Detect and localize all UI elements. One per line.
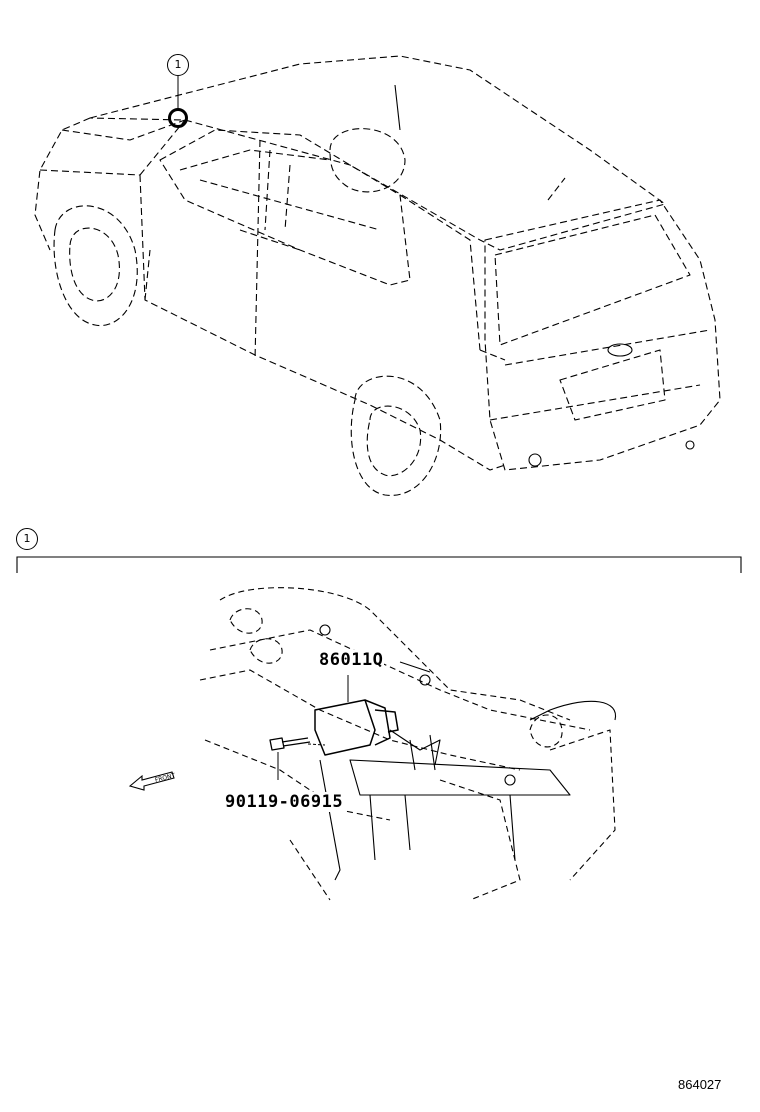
sensor-part xyxy=(314,699,399,756)
vehicle-hood-outline xyxy=(34,117,91,251)
vehicle-steering-wheel xyxy=(329,128,406,193)
diagram-id: 864027 xyxy=(678,1077,722,1092)
vehicle-roof-outline xyxy=(89,55,666,251)
vehicle-callout-1: 1 xyxy=(167,54,189,76)
detail-callout-1: 1 xyxy=(16,528,38,550)
detail-bracket xyxy=(16,556,742,573)
part-number-90119-06915[interactable]: 90119-06915 xyxy=(224,792,345,812)
vehicle-front-wheel xyxy=(53,205,138,327)
vehicle-rear-wheel xyxy=(350,375,442,496)
bolt-part xyxy=(269,737,311,751)
vehicle-body-side xyxy=(139,174,506,471)
vehicle-side-window xyxy=(159,129,411,286)
vehicle-illustration xyxy=(34,55,721,496)
engine-detail-illustration xyxy=(199,587,617,901)
vehicle-rear-outline xyxy=(484,199,721,471)
front-direction-arrow-icon: FRONT xyxy=(128,771,176,791)
location-marker xyxy=(168,108,188,128)
part-number-86011q[interactable]: 86011Q xyxy=(318,650,385,670)
front-direction-label: FRONT xyxy=(154,772,176,784)
